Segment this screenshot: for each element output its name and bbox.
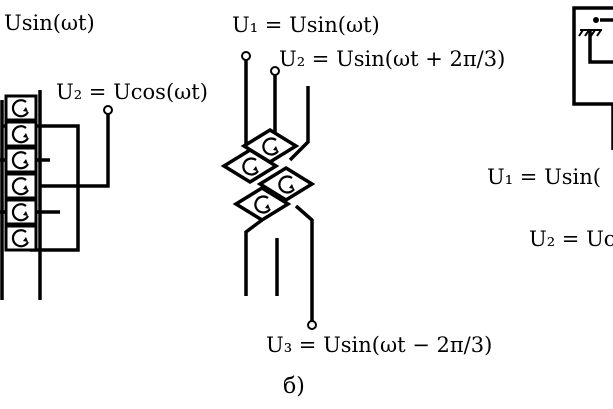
middle-caption: б) [283,374,305,399]
middle-u1-terminal [241,51,251,61]
middle-conductors [244,56,314,322]
middle-winding-diagram: U₁ = Usin(ωt) U₂ = Usin(ωt + 2π/3) U₃ = … [222,13,505,399]
left-u2-terminal [103,105,113,115]
middle-u1-label: U₁ = Usin(ωt) [232,13,380,37]
left-winding-diagram: Usin(ωt) U₂ = Ucos(ωt) [0,11,208,300]
right-frame [572,6,613,150]
left-u2-label: U₂ = Ucos(ωt) [56,80,208,104]
left-coil-stack [4,94,38,252]
right-ground-symbol [578,29,602,37]
right-winding-diagram: U₁ = Usin( U₂ = Uc [487,6,613,251]
middle-u2-terminal [270,66,280,76]
left-top-label: Usin(ωt) [4,11,95,35]
right-u1-label: U₁ = Usin( [487,165,601,189]
right-node-dot [593,17,599,23]
middle-u2-label: U₂ = Usin(ωt + 2π/3) [279,47,505,71]
middle-u3-terminal [307,320,317,330]
middle-u3-label: U₃ = Usin(ωt − 2π/3) [266,333,492,357]
right-u2-label: U₂ = Uc [529,227,613,251]
